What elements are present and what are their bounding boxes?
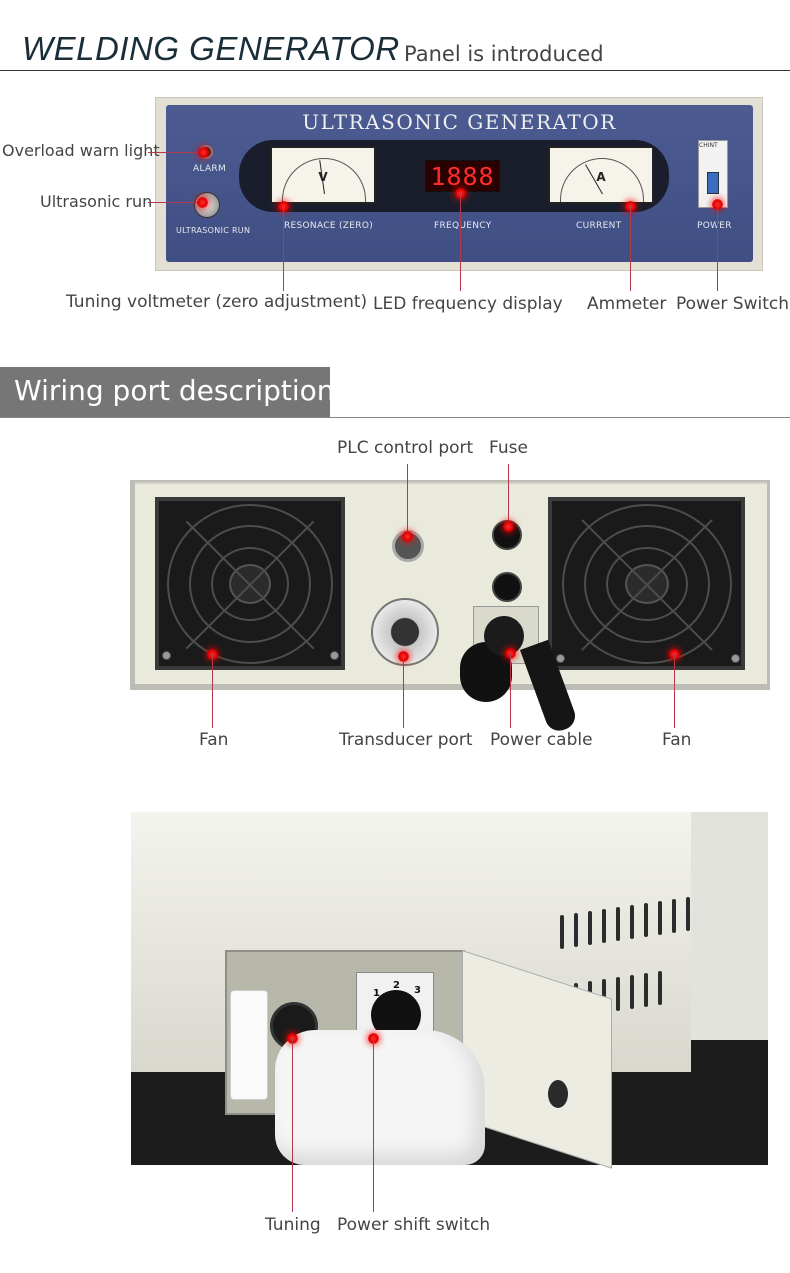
page-subtitle: Panel is introduced <box>404 42 604 66</box>
header-divider <box>0 70 790 71</box>
callout-power-switch: Power Switch <box>676 294 790 314</box>
callout-line <box>630 206 631 291</box>
panel-brand-text: ULTRASONIC GENERATOR <box>302 110 617 134</box>
breaker-lever-icon <box>707 172 719 194</box>
fan-left-icon <box>155 497 345 670</box>
frequency-text: FREQUENCY <box>434 221 492 231</box>
callout-power-cable: Power cable <box>490 730 593 750</box>
led-frequency-display: 1888 <box>425 160 500 192</box>
dial-number: 1 <box>373 988 380 999</box>
ultrasonic-run-text: ULTRASONIC RUN <box>176 226 251 235</box>
section-divider <box>0 417 790 418</box>
vent-slot <box>658 971 662 1005</box>
callout-line <box>508 464 509 524</box>
vent-slot <box>588 911 592 945</box>
alarm-text: ALARM <box>193 164 227 174</box>
page-title: WELDING GENERATOR <box>22 30 400 67</box>
callout-line <box>148 152 200 153</box>
voltmeter-unit: V <box>318 170 328 184</box>
vent-slot <box>560 915 564 949</box>
callout-line <box>148 202 200 203</box>
callout-overload-warn-light: Overload warn light <box>2 141 160 160</box>
callout-line <box>510 653 511 728</box>
callout-ultrasonic-run: Ultrasonic run <box>40 192 153 211</box>
gloved-hand <box>275 1030 485 1165</box>
callout-line <box>407 464 408 532</box>
screw-icon <box>330 651 339 660</box>
callout-tuning: Tuning <box>265 1215 321 1235</box>
callout-line <box>292 1038 293 1212</box>
fan-right-icon <box>548 497 745 670</box>
vent-slot <box>644 973 648 1007</box>
callout-dot <box>197 197 208 208</box>
cable-gland-icon <box>484 616 524 656</box>
callout-transducer-port: Transducer port <box>339 730 473 750</box>
wiring-section-banner <box>0 367 330 418</box>
screw-icon <box>731 654 740 663</box>
screw-icon <box>162 651 171 660</box>
vent-slot <box>630 975 634 1009</box>
power-text: POWER <box>697 221 732 231</box>
current-text: CURRENT <box>576 221 622 231</box>
vent-slot <box>644 903 648 937</box>
callout-dot <box>503 521 514 532</box>
callout-line <box>674 654 675 728</box>
callout-line <box>460 193 461 291</box>
vent-slot <box>574 913 578 947</box>
callout-line <box>373 1038 374 1212</box>
callout-ammeter: Ammeter <box>587 294 667 314</box>
callout-fan-left: Fan <box>199 730 229 750</box>
callout-dot <box>402 531 413 542</box>
callout-tuning-voltmeter: Tuning voltmeter (zero adjustment) <box>66 292 368 312</box>
callout-line <box>403 656 404 728</box>
callout-fuse: Fuse <box>489 438 528 458</box>
callout-plc-control-port: PLC control port <box>337 438 474 458</box>
vent-slot <box>658 901 662 935</box>
wiring-section-title: Wiring port description <box>14 374 335 407</box>
callout-line <box>717 204 718 291</box>
callout-led-frequency-display: LED frequency display <box>373 294 563 314</box>
door-hole-icon <box>548 1080 568 1108</box>
callout-fan-right: Fan <box>662 730 692 750</box>
callout-dot <box>198 147 209 158</box>
resonace-text: RESONACE (ZERO) <box>284 221 374 231</box>
fuse-holder-icon <box>492 572 522 602</box>
ammeter-unit: A <box>596 170 606 184</box>
callout-power-shift-switch: Power shift switch <box>337 1215 491 1235</box>
dial-number: 3 <box>414 985 421 996</box>
vent-slot <box>602 909 606 943</box>
callout-line <box>283 206 284 291</box>
vent-slot <box>616 907 620 941</box>
vent-slot <box>630 905 634 939</box>
screw-icon <box>556 654 565 663</box>
callout-line <box>212 654 213 728</box>
dial-number: 2 <box>393 980 400 991</box>
breaker-brand-text: CHINT <box>699 142 718 149</box>
vent-slot <box>616 977 620 1011</box>
ammeter: A <box>548 146 654 204</box>
voltmeter: V <box>270 146 376 204</box>
bracket-icon <box>230 990 268 1100</box>
vent-slot <box>672 899 676 933</box>
vent-slot <box>686 897 690 931</box>
